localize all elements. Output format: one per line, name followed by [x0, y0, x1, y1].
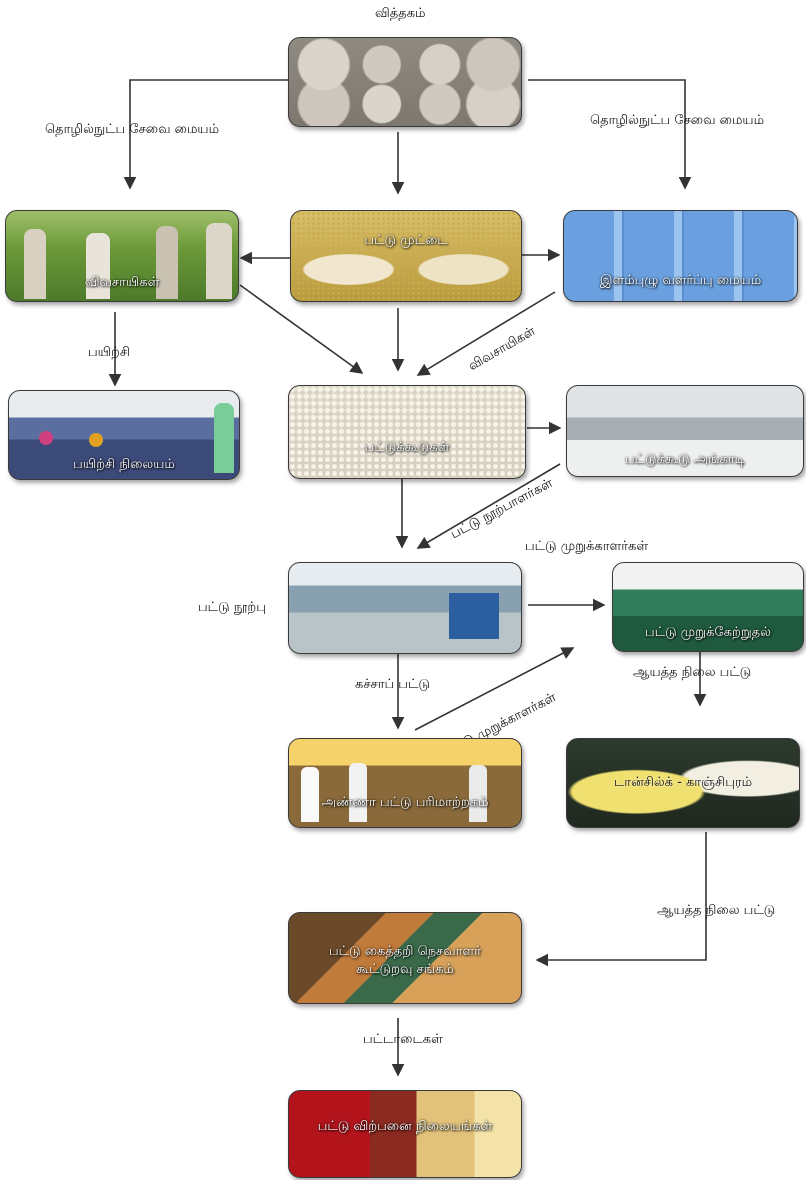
arrow-anna-twisting: [414, 647, 575, 731]
node-silk-eggs: பட்டு முட்டை: [290, 210, 522, 302]
arrow-seed-farmers: [123, 79, 288, 190]
label-tech-service-left: தொழில்நுட்ப சேவை மையம்: [45, 122, 220, 137]
label-twisters-top: பட்டு முறுக்காளர்கள்: [525, 539, 649, 554]
node-cocoons-caption: பட்டுக்கூடுகள்: [364, 440, 450, 455]
label-raw-silk: கச்சாப் பட்டு: [355, 677, 430, 692]
node-silk-eggs-caption: பட்டு முட்டை: [364, 233, 448, 248]
label-tech-service-right: தொழில்நுட்ப சேவை மையம்: [590, 113, 765, 128]
label-fabrics: பட்டாடைகள்: [363, 1032, 443, 1047]
node-twisting-unit: பட்டு முறுக்கேற்றுதல்: [612, 562, 804, 652]
node-weavers-caption: பட்டு கைத்தறி நெசவாளர் கூட்டுறவு சங்கம்: [328, 944, 482, 977]
node-cocoon-market-caption: பட்டுக்கூடு அங்காடி: [624, 452, 745, 467]
node-cocoon-market: பட்டுக்கூடு அங்காடி: [566, 385, 804, 477]
arrow-tansilk-coop: [535, 832, 707, 967]
node-weavers-cooperative: பட்டு கைத்தறி நெசவாளர் கூட்டுறவு சங்கம்: [288, 912, 522, 1004]
arrow-seed-chawki: [528, 79, 692, 190]
arrow-farmers-cocoons: [239, 284, 364, 374]
node-cocoons: பட்டுக்கூடுகள்: [288, 385, 526, 479]
arrow-market-reeling: [416, 463, 561, 549]
node-reeling-unit: [288, 562, 522, 654]
label-ready-silk-1: ஆயத்த நிலை பட்டு: [633, 665, 752, 680]
node-seed-moths: [288, 37, 522, 127]
node-chawki-caption: இளம்புழு வளர்ப்பு மையம்: [599, 273, 762, 288]
label-silk-reeling: பட்டு நூற்பு: [198, 600, 266, 615]
node-chawki-center: இளம்புழு வளர்ப்பு மையம்: [563, 210, 798, 302]
label-ready-silk-2: ஆயத்த நிலை பட்டு: [657, 903, 776, 918]
node-silk-sales: பட்டு விற்பனை நிலையங்கள்: [288, 1090, 522, 1178]
node-anna-caption: அண்ணா பட்டு பரிமாற்றகம்: [321, 795, 489, 810]
node-farmers-caption: விவசாயிகள்: [84, 275, 160, 290]
node-training-center: பயிற்சி நிலையம்: [8, 390, 240, 480]
node-sales-caption: பட்டு விற்பனை நிலையங்கள்: [317, 1119, 493, 1134]
arrow-chawki-cocoons: [416, 291, 556, 376]
node-twisting-caption: பட்டு முறுக்கேற்றுதல்: [645, 625, 771, 640]
node-tansilk-caption: டான்சில்க் - காஞ்சிபுரம்: [613, 775, 753, 790]
node-training-caption: பயிற்சி நிலையம்: [73, 457, 175, 472]
node-anna-silk-exchange: அண்ணா பட்டு பரிமாற்றகம்: [288, 738, 522, 828]
label-top: வித்தகம்: [375, 6, 426, 21]
label-training: பயிற்சி: [88, 345, 131, 360]
node-farmers: விவசாயிகள்: [5, 210, 239, 302]
node-tansilk: டான்சில்க் - காஞ்சிபுரம்: [566, 738, 800, 828]
